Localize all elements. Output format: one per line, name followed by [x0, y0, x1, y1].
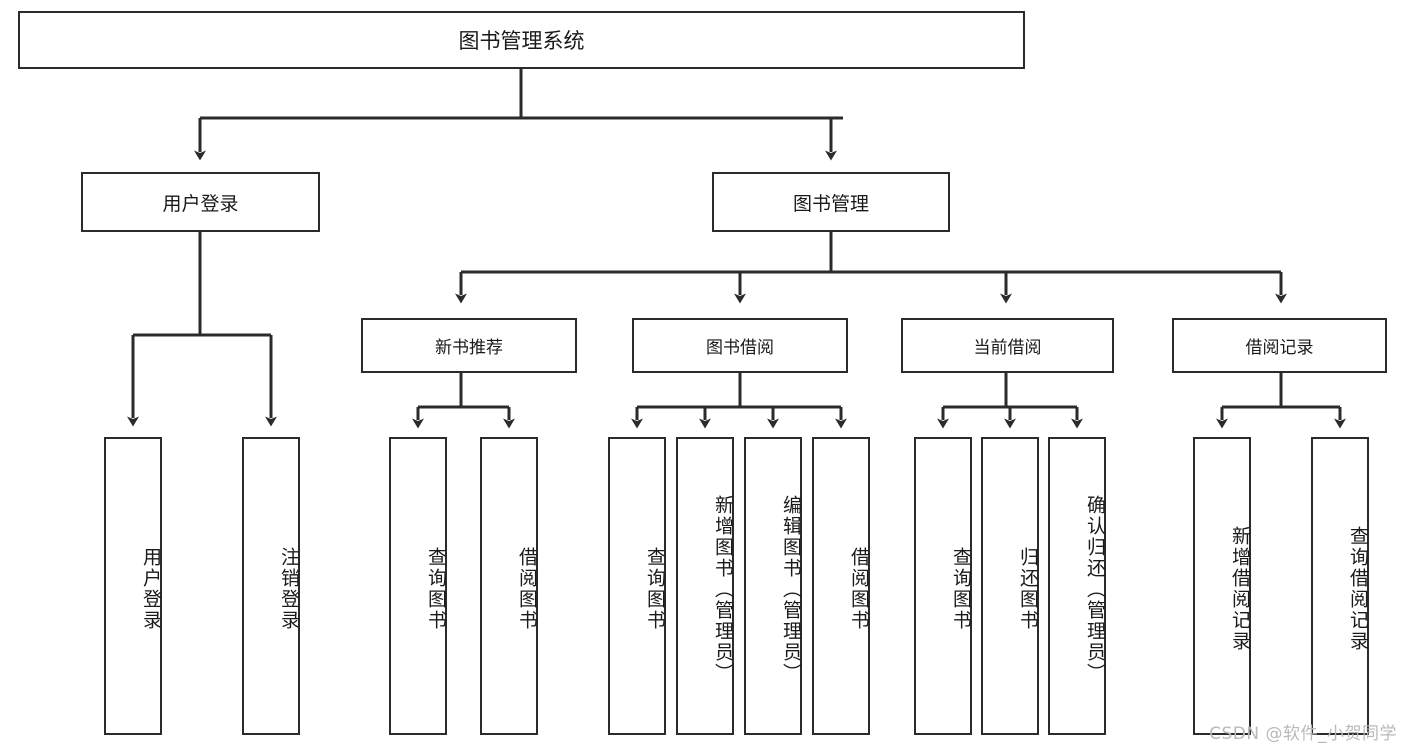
node-root-system-label: 图书管理系统 — [458, 29, 585, 53]
leaf-book-borrow-borrow[interactable]: 借阅图书 — [812, 437, 870, 735]
leaf-user-login-logout-label: 注销登录 — [278, 547, 300, 631]
node-user-login[interactable]: 用户登录 — [81, 172, 320, 232]
node-new-book-recommend[interactable]: 新书推荐 — [361, 318, 577, 373]
leaf-current-borrow-confirm[interactable]: 确认归还（管理员） — [1048, 437, 1106, 735]
leaf-book-borrow-query-label: 查询图书 — [644, 547, 666, 631]
node-current-borrow[interactable]: 当前借阅 — [901, 318, 1114, 373]
node-book-manage-label: 图书管理 — [792, 192, 869, 215]
leaf-book-borrow-edit-label: 编辑图书（管理员） — [780, 494, 802, 684]
csdn-watermark: CSDN @软件_小贺同学 — [1209, 724, 1397, 744]
node-book-borrow-label: 图书借阅 — [706, 338, 774, 358]
leaf-user-login-login-label: 用户登录 — [140, 547, 162, 631]
leaf-borrow-record-add-label: 新增借阅记录 — [1229, 526, 1251, 652]
leaf-user-login-logout[interactable]: 注销登录 — [242, 437, 300, 735]
node-new-book-recommend-label: 新书推荐 — [435, 338, 503, 358]
node-book-borrow[interactable]: 图书借阅 — [632, 318, 848, 373]
leaf-user-login-login[interactable]: 用户登录 — [104, 437, 162, 735]
leaf-book-borrow-edit[interactable]: 编辑图书（管理员） — [744, 437, 802, 735]
node-root-system[interactable]: 图书管理系统 — [18, 11, 1025, 69]
leaf-current-borrow-query[interactable]: 查询图书 — [914, 437, 972, 735]
node-borrow-record[interactable]: 借阅记录 — [1172, 318, 1387, 373]
node-borrow-record-label: 借阅记录 — [1245, 338, 1314, 358]
leaf-borrow-record-query[interactable]: 查询借阅记录 — [1311, 437, 1369, 735]
leaf-new-book-query[interactable]: 查询图书 — [389, 437, 447, 735]
leaf-borrow-record-add[interactable]: 新增借阅记录 — [1193, 437, 1251, 735]
node-user-login-label: 用户登录 — [162, 192, 239, 215]
leaf-current-borrow-query-label: 查询图书 — [950, 547, 972, 631]
leaf-book-borrow-add-label: 新增图书（管理员） — [712, 494, 734, 684]
leaf-borrow-record-query-label: 查询借阅记录 — [1347, 526, 1369, 652]
node-current-borrow-label: 当前借阅 — [973, 338, 1042, 358]
leaf-current-borrow-return[interactable]: 归还图书 — [981, 437, 1039, 735]
leaf-current-borrow-return-label: 归还图书 — [1017, 547, 1039, 631]
leaf-book-borrow-add[interactable]: 新增图书（管理员） — [676, 437, 734, 735]
leaf-new-book-borrow-label: 借阅图书 — [516, 547, 538, 631]
leaf-book-borrow-borrow-label: 借阅图书 — [848, 547, 870, 631]
leaf-book-borrow-query[interactable]: 查询图书 — [608, 437, 666, 735]
leaf-new-book-query-label: 查询图书 — [425, 547, 447, 631]
leaf-current-borrow-confirm-label: 确认归还（管理员） — [1084, 494, 1106, 684]
leaf-new-book-borrow[interactable]: 借阅图书 — [480, 437, 538, 735]
node-book-manage[interactable]: 图书管理 — [712, 172, 950, 232]
